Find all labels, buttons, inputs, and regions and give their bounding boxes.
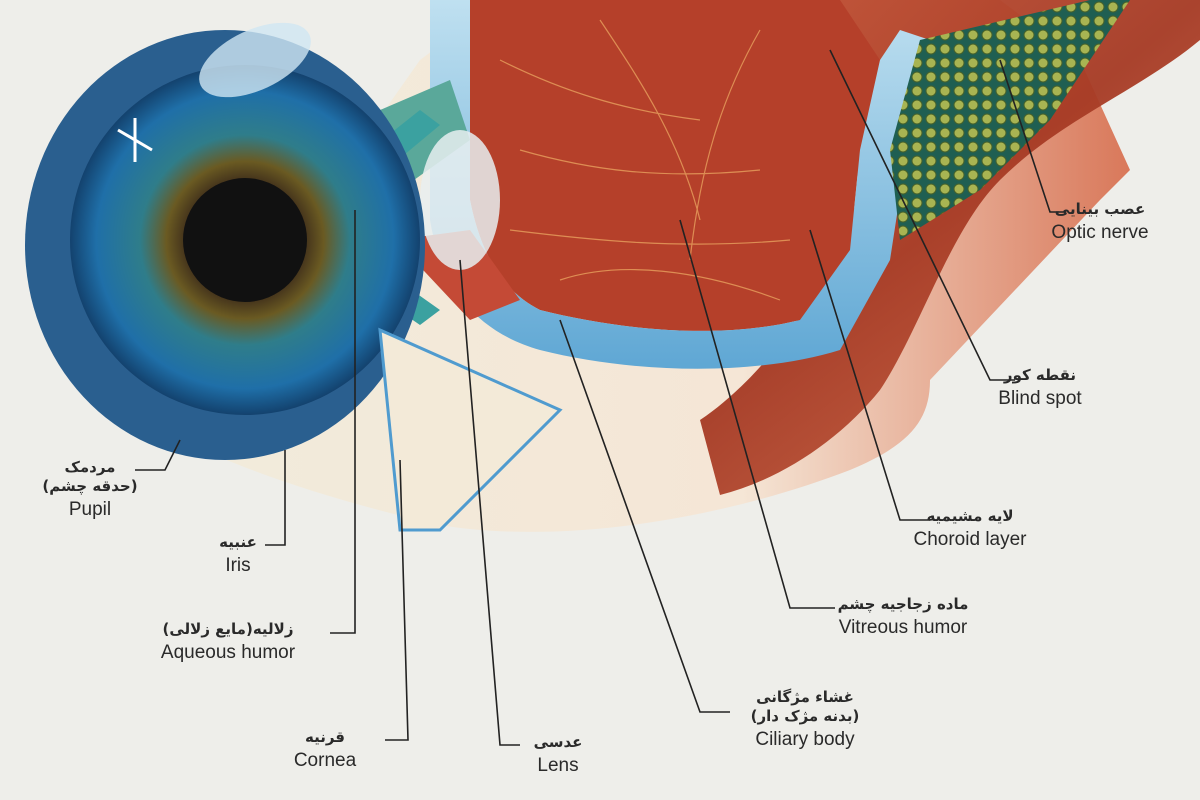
eye-muscle bbox=[620, 0, 1200, 495]
leader-vitreous bbox=[679, 219, 835, 609]
leader-pupil bbox=[135, 439, 181, 471]
cornea-lower bbox=[378, 327, 563, 532]
leader-blind-spot bbox=[829, 49, 1015, 381]
leader-iris bbox=[265, 450, 286, 546]
leader-lens bbox=[459, 259, 520, 746]
leader-ciliary bbox=[559, 319, 730, 713]
label-vitreous-humor: ماده زجاجیه چشم Vitreous humor bbox=[837, 595, 969, 638]
lens-shape bbox=[420, 130, 500, 270]
leader-lines bbox=[135, 49, 1065, 746]
label-lens: عدسی Lens bbox=[533, 733, 583, 776]
label-pupil: مردمک (حدقه چشم) Pupil bbox=[42, 458, 138, 520]
choroid-dots bbox=[890, 0, 1130, 240]
label-ciliary-body: غشاء مژگانی (بدنه مژک دار) Ciliary body bbox=[750, 688, 860, 750]
leader-cornea bbox=[385, 459, 409, 741]
sparkle-icon bbox=[117, 118, 153, 162]
label-iris: عنبیه Iris bbox=[219, 533, 257, 576]
label-cornea: قرنیه Cornea bbox=[293, 728, 357, 771]
cornea-highlight bbox=[199, 22, 311, 98]
pupil bbox=[183, 178, 307, 302]
label-optic-nerve: عصب بینایی Optic nerve bbox=[1051, 200, 1149, 243]
label-aqueous-humor: زلالیه(مایع زلالی) Aqueous humor bbox=[160, 620, 296, 663]
label-choroid-layer: لایه مشیمیه Choroid layer bbox=[913, 507, 1027, 550]
vitreous-body bbox=[470, 0, 880, 331]
leader-optic-nerve bbox=[999, 59, 1065, 213]
leader-aqueous bbox=[330, 210, 356, 634]
label-blind-spot: نقطه کور Blind spot bbox=[998, 366, 1082, 409]
leader-choroid bbox=[809, 229, 930, 521]
ciliary-lower bbox=[395, 230, 520, 320]
retina-vessels bbox=[499, 19, 791, 301]
